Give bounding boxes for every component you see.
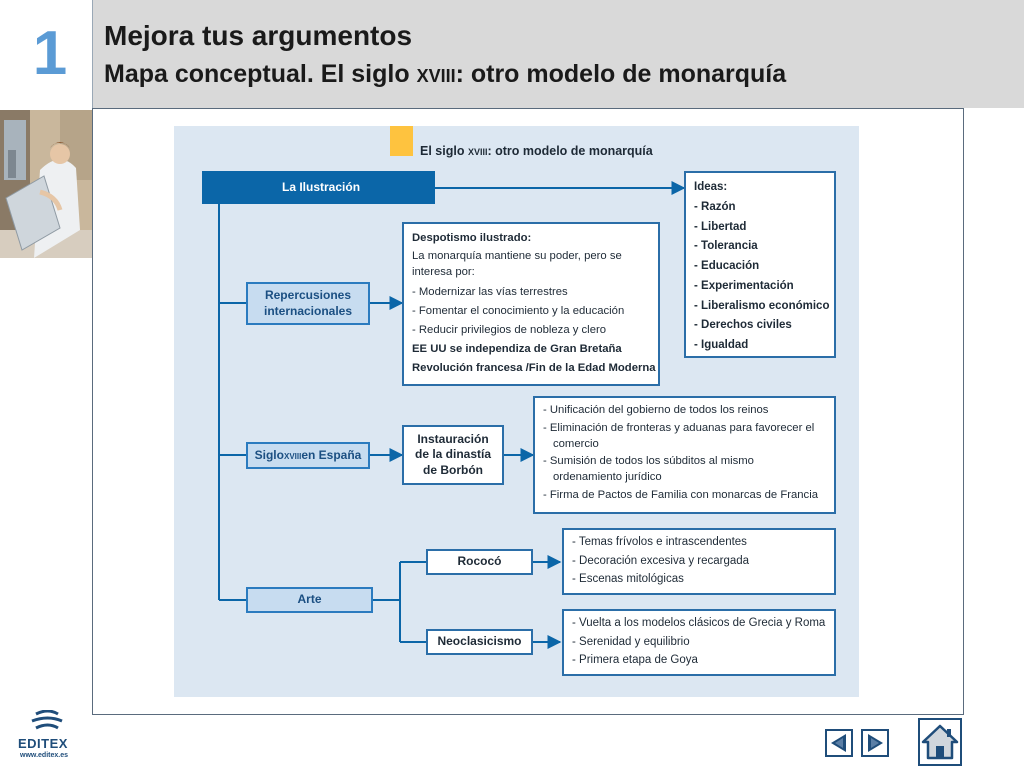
list-item: - Sumisión de todos los súbditos al mism… <box>543 455 754 484</box>
editex-logo-icon <box>18 709 74 741</box>
list-item: - Modernizar las vías terrestres <box>412 285 568 298</box>
despotismo-intro: La monarquía mantiene su poder, pero se … <box>412 249 622 279</box>
reading-woman-picture <box>0 110 92 258</box>
home-button[interactable] <box>918 718 962 766</box>
node-instauracion-borbon: Instauración de la dinastía de Borbón <box>402 425 504 485</box>
home-icon <box>921 724 959 760</box>
title-marker <box>390 126 413 156</box>
list-item: - Derechos civiles <box>694 319 792 332</box>
list-item: - Liberalismo económico <box>694 299 830 312</box>
logo-text: EDITEX <box>18 736 68 751</box>
ideas-box: Ideas: - Razón - Libertad - Tolerancia -… <box>684 171 836 358</box>
node-rococo: Rococó <box>426 549 533 575</box>
list-item: - Libertad <box>694 220 747 233</box>
page-subtitle: Mapa conceptual. El siglo xviii: otro mo… <box>104 60 787 88</box>
list-item: - Razón <box>694 200 736 213</box>
revolucion-line: Revolución francesa /Fin de la Edad Mode… <box>412 361 656 374</box>
rococo-box: - Temas frívolos e intrascendentes - Dec… <box>562 528 836 595</box>
neoclasicismo-box: - Vuelta a los modelos clásicos de Greci… <box>562 609 836 676</box>
list-item: - Educación <box>694 260 760 273</box>
list-item: - Temas frívolos e intrascendentes <box>572 536 747 548</box>
list-item: - Escenas mitológicas <box>572 573 684 586</box>
header-band <box>92 0 1024 108</box>
list-item: - Fomentar el conocimiento y la educació… <box>412 304 625 317</box>
list-item: - Serenidad y equilibrio <box>572 635 690 648</box>
page-title: Mejora tus argumentos <box>104 20 413 51</box>
list-item: - Tolerancia <box>694 240 758 253</box>
list-item: - Reducir privilegios de nobleza y clero <box>412 323 607 336</box>
node-repercusiones-internacionales: Repercusiones internacionales <box>246 282 370 325</box>
previous-button[interactable] <box>825 729 853 757</box>
logo-url: www.editex.es <box>20 752 68 759</box>
eeuu-line: EE UU se independiza de Gran Bretaña <box>412 342 622 355</box>
node-la-ilustracion: La Ilustración <box>202 171 435 204</box>
list-item: - Igualdad <box>694 339 749 352</box>
list-item: - Decoración excesiva y recargada <box>572 554 750 567</box>
list-item: - Eliminación de fronteras y aduanas par… <box>543 421 815 450</box>
node-neoclasicismo: Neoclasicismo <box>426 629 533 655</box>
list-item: - Experimentación <box>694 279 794 292</box>
next-button[interactable] <box>861 729 889 757</box>
borbon-reforms-box: - Unificación del gobierno de todos los … <box>533 396 836 514</box>
previous-arrow-icon <box>831 734 846 752</box>
ideas-heading: Ideas: <box>694 181 728 193</box>
node-arte: Arte <box>246 587 373 613</box>
despotismo-heading: Despotismo ilustrado: <box>412 232 532 244</box>
list-item: - Firma de Pactos de Familia con monarca… <box>543 489 818 502</box>
list-item: - Unificación del gobierno de todos los … <box>543 404 769 416</box>
diagram-title: El siglo xviii: otro modelo de monarquía <box>420 144 653 158</box>
header-divider <box>92 0 93 108</box>
next-arrow-icon <box>868 734 883 752</box>
despotismo-box: Despotismo ilustrado: La monarquía manti… <box>402 222 660 386</box>
unit-number: 1 <box>32 19 68 88</box>
list-item: - Primera etapa de Goya <box>572 654 698 667</box>
list-item: - Vuelta a los modelos clásicos de Greci… <box>572 617 826 629</box>
node-siglo-xviii-espana: Siglo xviii en España <box>246 442 370 469</box>
